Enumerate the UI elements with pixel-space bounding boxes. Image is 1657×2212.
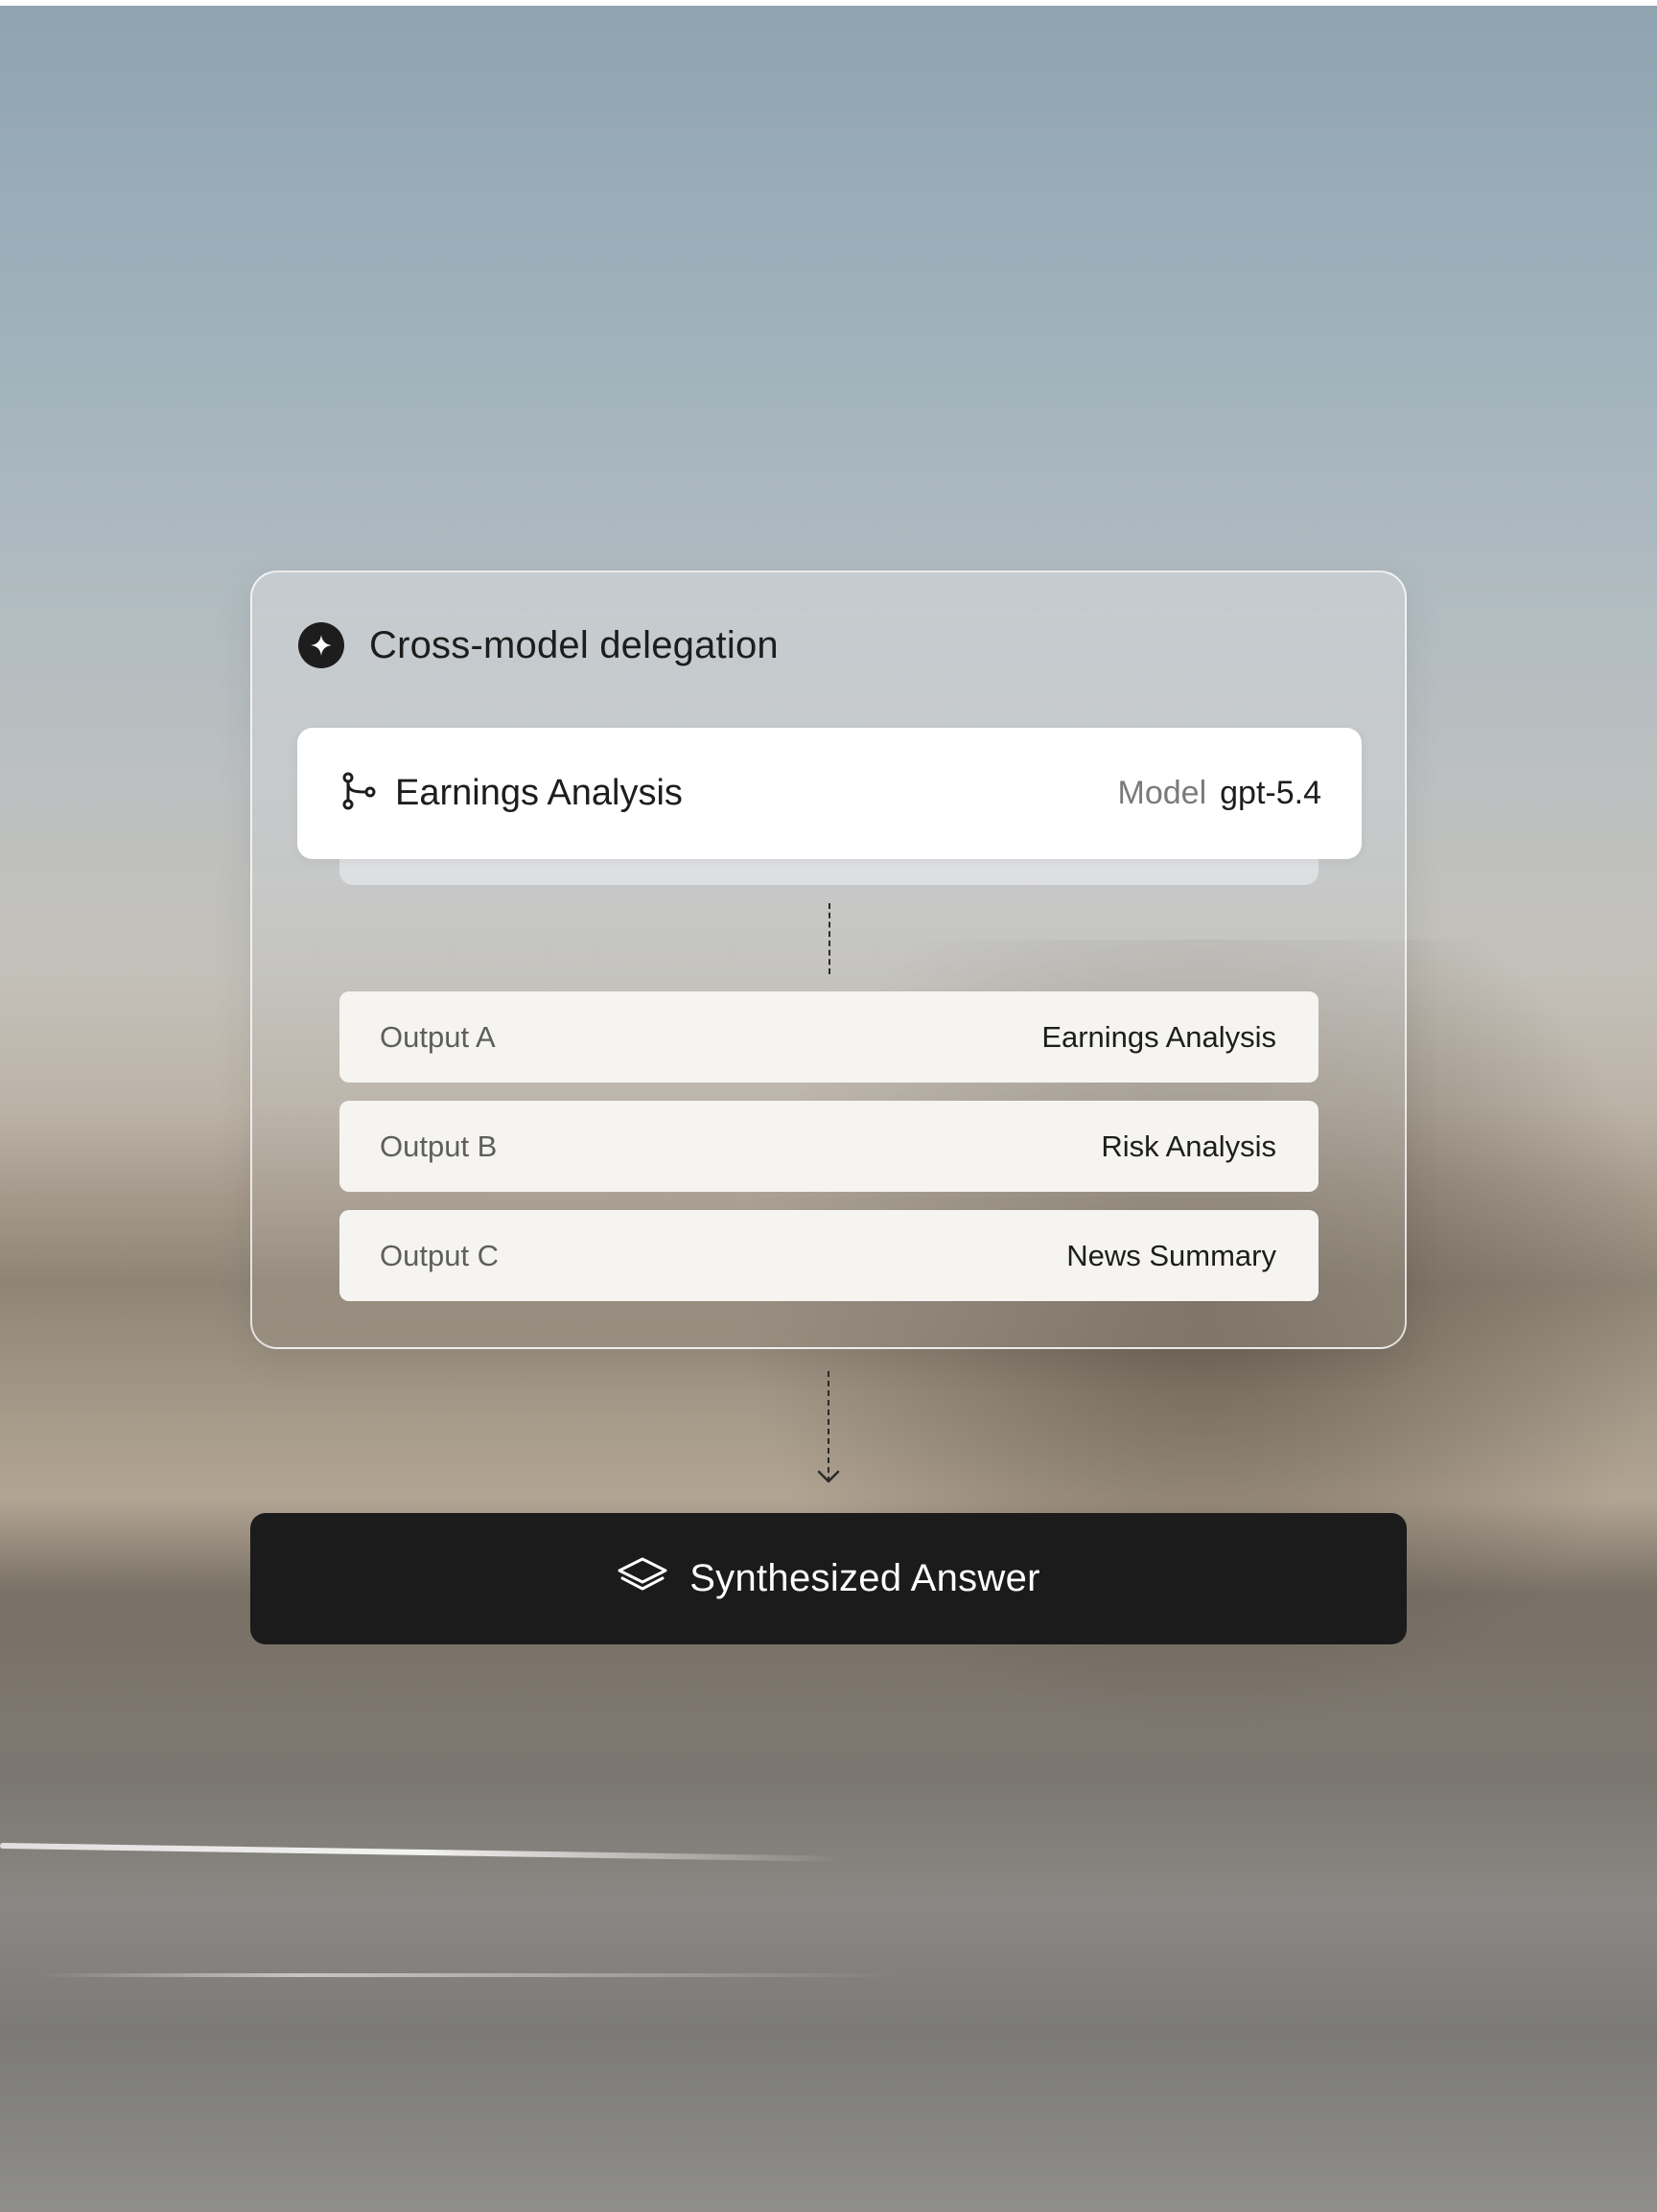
background-streak <box>0 1843 844 1862</box>
background-streak-faint <box>38 1973 901 1977</box>
output-row-a[interactable]: Output A Earnings Analysis <box>339 991 1319 1083</box>
sparkle-icon <box>298 622 344 668</box>
synthesized-answer-button[interactable]: Synthesized Answer <box>250 1513 1407 1644</box>
output-value: Earnings Analysis <box>1041 1019 1276 1054</box>
connector-line-down <box>828 1371 829 1482</box>
panel-header: Cross-model delegation <box>298 622 779 668</box>
delegation-panel: Cross-model delegation Earnings Analysis… <box>250 570 1407 1349</box>
model-info: Model gpt-5.4 <box>1118 728 1321 859</box>
output-row-c[interactable]: Output C News Summary <box>339 1210 1319 1301</box>
task-title: Earnings Analysis <box>395 773 683 813</box>
task-info: Earnings Analysis <box>339 728 683 859</box>
branch-icon <box>339 770 378 817</box>
answer-label: Synthesized Answer <box>689 1557 1040 1599</box>
task-card[interactable]: Earnings Analysis Model gpt-5.4 <box>297 728 1362 859</box>
output-value: News Summary <box>1066 1238 1276 1272</box>
output-label: Output C <box>380 1238 500 1272</box>
connector-line <box>828 903 830 974</box>
output-label: Output B <box>380 1129 498 1163</box>
output-row-b[interactable]: Output B Risk Analysis <box>339 1101 1319 1192</box>
panel-title: Cross-model delegation <box>369 623 779 666</box>
output-value: Risk Analysis <box>1101 1129 1276 1163</box>
model-label: Model <box>1117 775 1207 811</box>
arrow-down-icon <box>817 1469 840 1484</box>
top-border <box>0 0 1657 6</box>
output-label: Output A <box>380 1019 496 1054</box>
model-value: gpt-5.4 <box>1220 775 1321 811</box>
layers-icon <box>617 1556 668 1601</box>
